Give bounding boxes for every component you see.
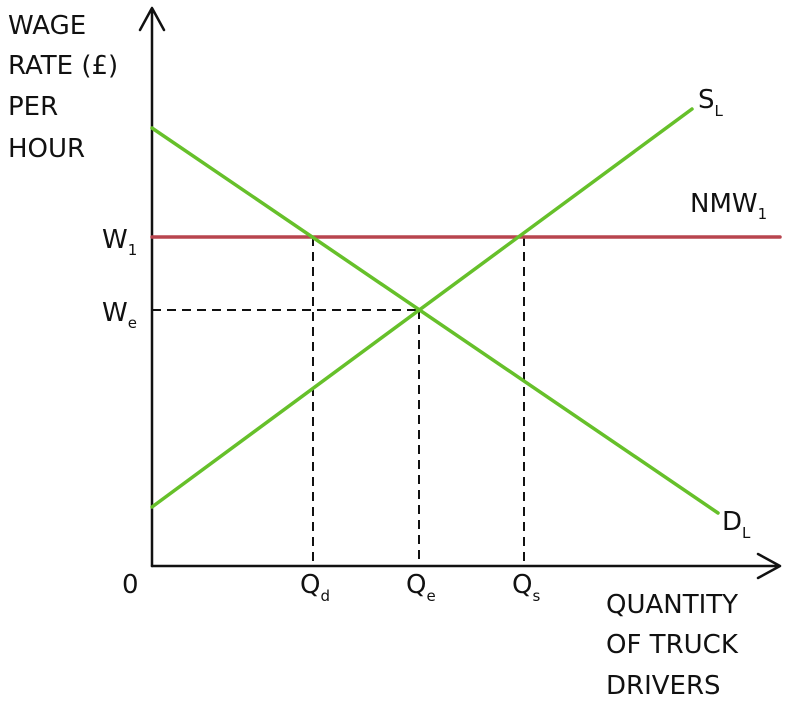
x-axis-label-line-1: QUANTITY xyxy=(606,590,738,620)
origin-label: 0 xyxy=(122,570,139,600)
y-axis-label-line-4: HOUR xyxy=(8,134,85,164)
demand-label: DL xyxy=(722,507,751,542)
we-label: We xyxy=(102,298,137,332)
x-axis-label-line-3: DRIVERS xyxy=(606,671,721,701)
x-axis-label: QUANTITY OF TRUCK DRIVERS xyxy=(606,590,739,701)
w1-label: W1 xyxy=(102,225,137,259)
nmw-label: NMW1 xyxy=(690,189,767,223)
x-axis xyxy=(150,552,782,580)
y-axis-label-line-2: RATE (£) xyxy=(8,51,118,81)
y-axis-label-line-3: PER xyxy=(8,92,58,122)
y-axis-label-line-1: WAGE xyxy=(8,11,86,41)
demand-curve xyxy=(150,126,720,515)
qs-label: Qs xyxy=(512,570,540,605)
supply-curve xyxy=(150,107,694,509)
y-axis xyxy=(138,6,166,568)
x-axis-label-line-2: OF TRUCK xyxy=(606,630,739,660)
supply-label: SL xyxy=(698,85,724,120)
qe-label: Qe xyxy=(406,570,436,605)
qd-label: Qd xyxy=(300,570,330,605)
y-axis-label: WAGE RATE (£) PER HOUR xyxy=(8,11,118,164)
